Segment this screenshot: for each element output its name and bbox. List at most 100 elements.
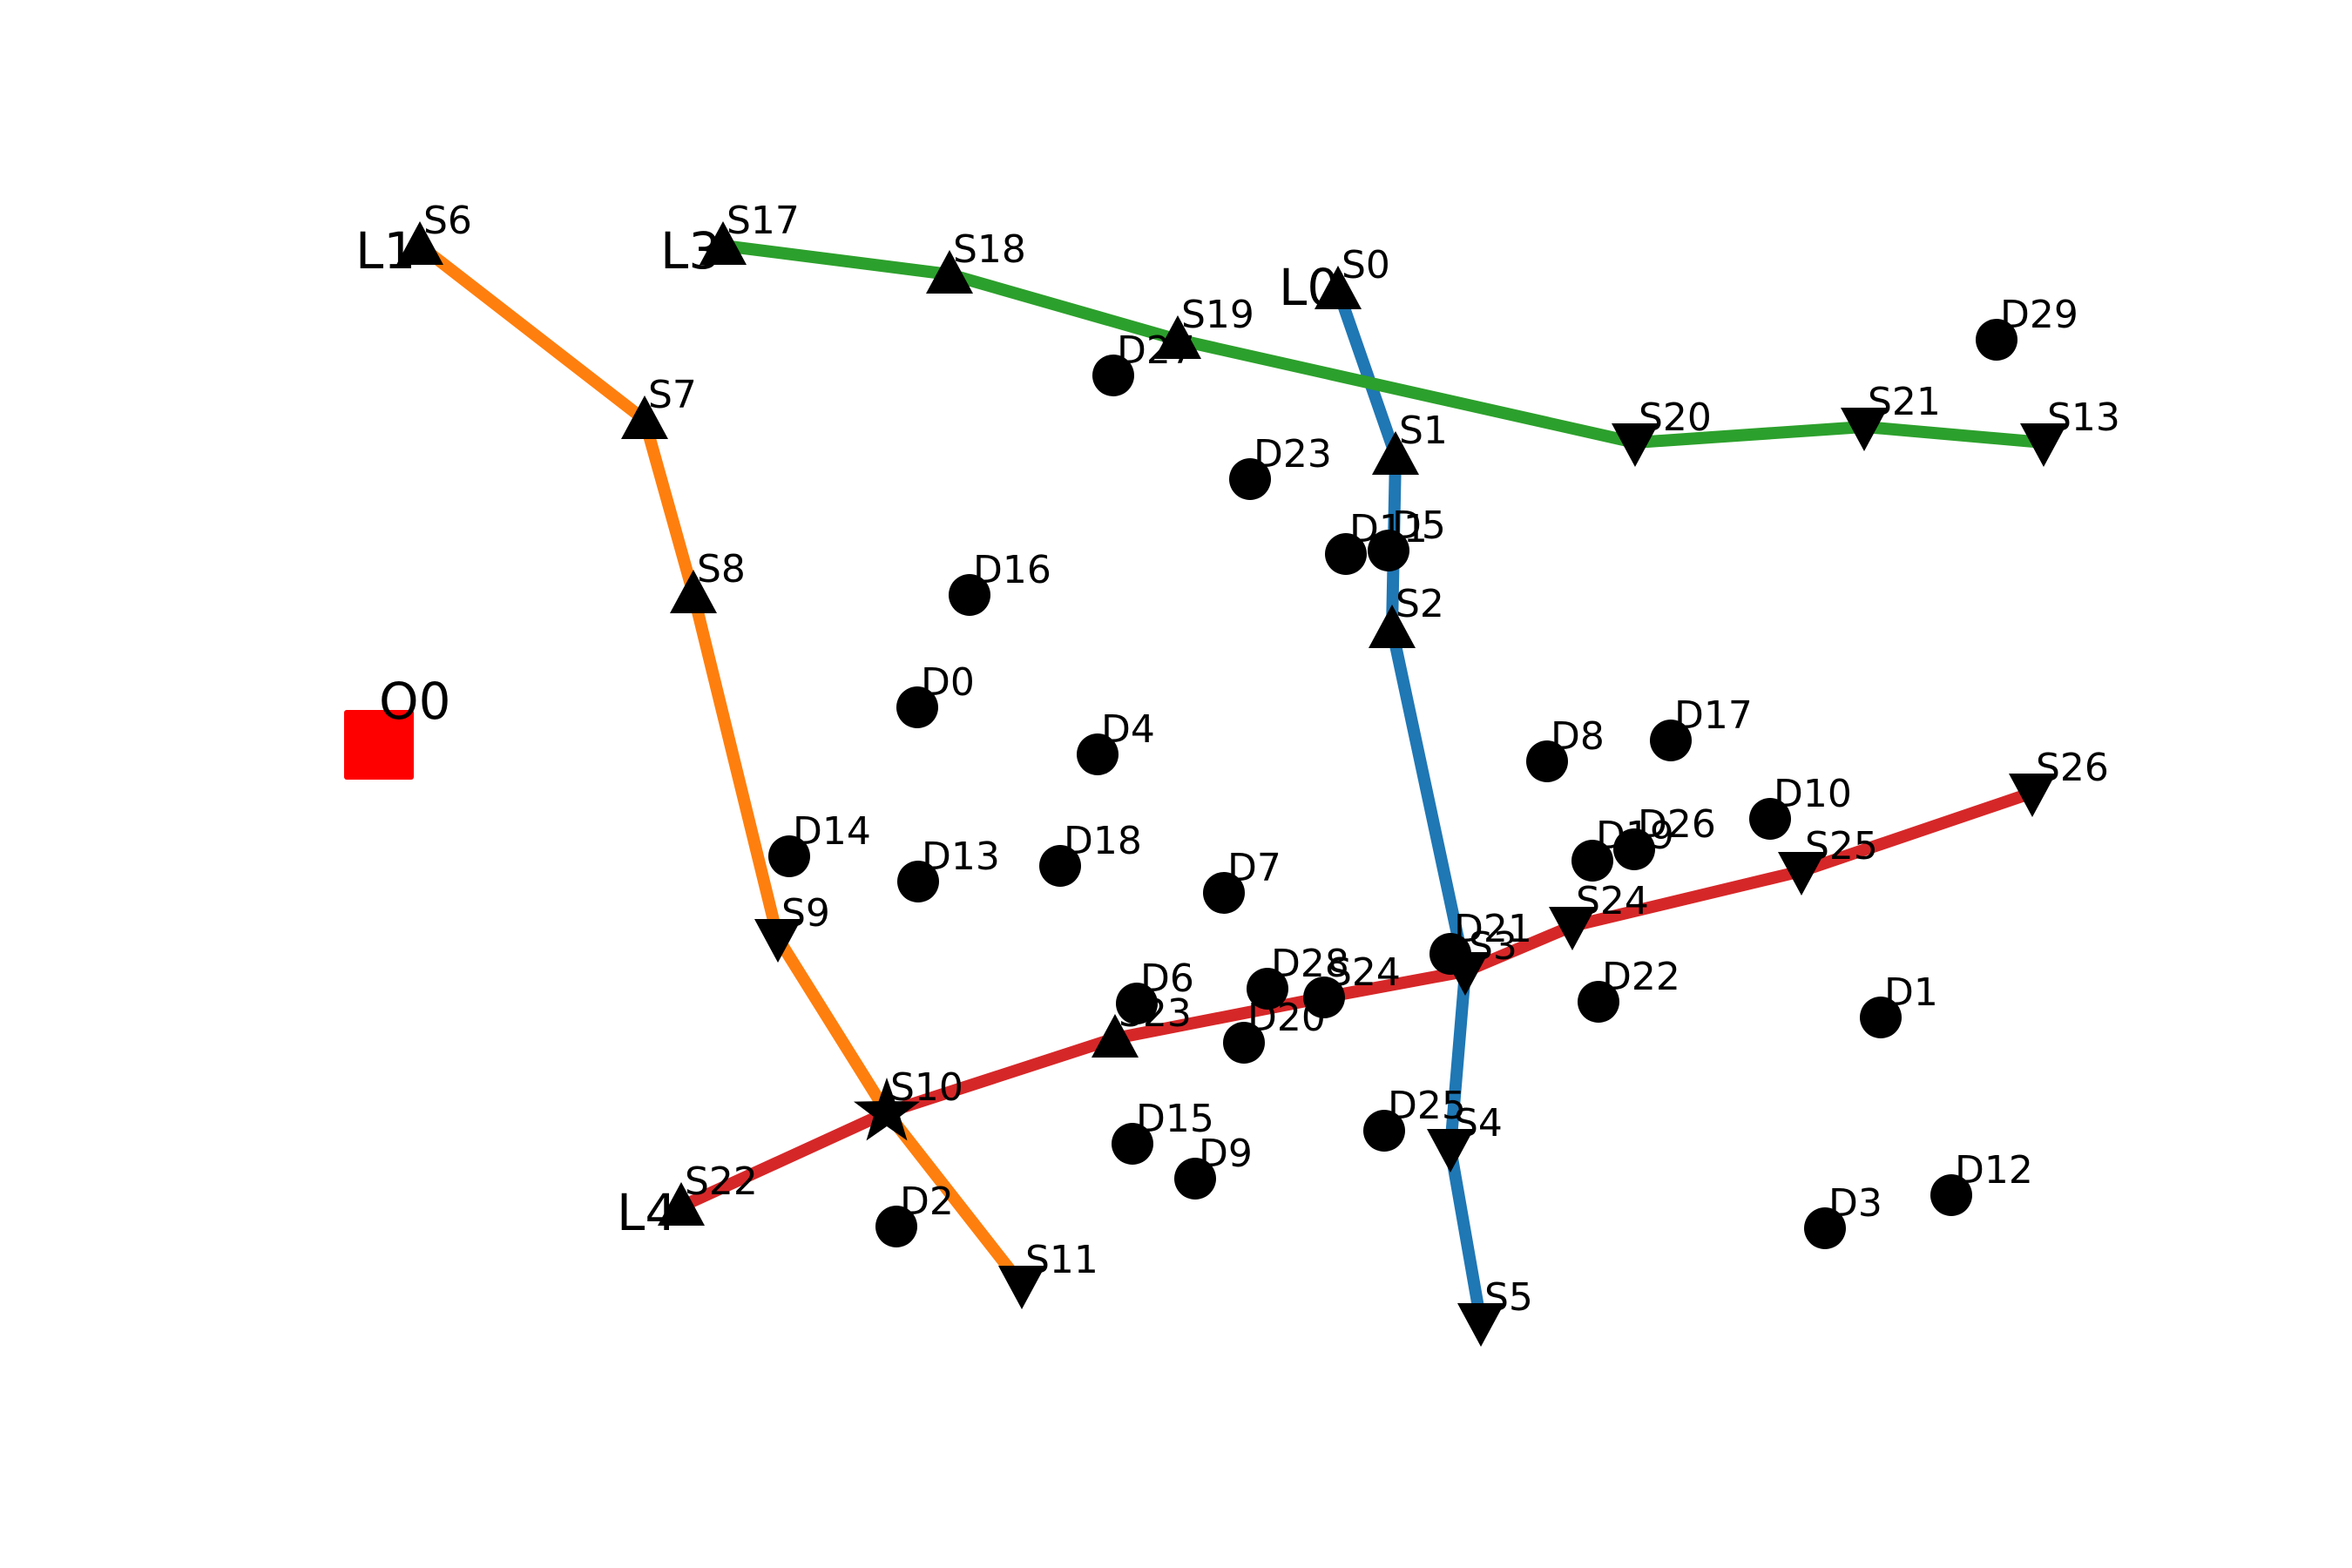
route-line-l4 <box>679 787 2035 1213</box>
demand-label-d3: D3 <box>1828 1181 1882 1226</box>
stop-marker-s25 <box>1778 852 1825 896</box>
demand-label-d5: D5 <box>1392 504 1446 548</box>
demand-label-d0: D0 <box>921 660 975 705</box>
stop-marker-s0 <box>1315 266 1362 309</box>
demand-point-d3 <box>1804 1207 1846 1249</box>
demand-label-d7: D7 <box>1227 846 1281 890</box>
stop-marker-s1 <box>1372 431 1419 475</box>
demand-label-d21: D21 <box>1454 907 1532 951</box>
stop-label-s11: S11 <box>1025 1238 1098 1282</box>
stop-marker-s26 <box>2009 774 2056 817</box>
stop-marker-s11 <box>998 1266 1045 1309</box>
stop-label-s24a: S24 <box>1328 950 1401 995</box>
stop-label-s23: S23 <box>1119 991 1192 1036</box>
stop-marker-s10 <box>854 1078 920 1141</box>
demand-label-d20: D20 <box>1247 996 1326 1040</box>
demand-label-d27: D27 <box>1117 328 1195 373</box>
depot-label: O0 <box>379 672 451 731</box>
demand-point-d2 <box>875 1206 917 1247</box>
stop-marker-s24 <box>1549 907 1596 950</box>
stop-label-s18: S18 <box>953 227 1026 272</box>
stop-label-s3: S3 <box>1469 924 1517 969</box>
stop-label-s10: S10 <box>890 1065 963 1110</box>
demand-label-d6: D6 <box>1140 956 1194 1001</box>
stop-marker-s22 <box>658 1182 705 1226</box>
stop-label-s0: S0 <box>1342 243 1390 287</box>
demand-point-d10 <box>1749 798 1791 840</box>
stop-marker-s8 <box>670 570 717 613</box>
depot-square-icon <box>344 710 414 780</box>
demand-label-d1: D1 <box>1884 970 1938 1015</box>
demand-label-d15: D15 <box>1136 1097 1214 1141</box>
line-label-l4: L4 <box>617 1183 677 1242</box>
line-label-l1: L1 <box>355 221 416 280</box>
route-lines <box>416 240 2044 1324</box>
stop-marker-s6 <box>396 221 443 265</box>
demand-label-d8: D8 <box>1551 714 1605 759</box>
stop-marker-s3 <box>1442 952 1489 996</box>
demand-label-d9: D9 <box>1199 1132 1253 1176</box>
demand-point-d7 <box>1203 872 1245 914</box>
demand-label-d25: D25 <box>1388 1084 1466 1128</box>
stop-marker-s21 <box>1841 408 1888 451</box>
stop-label-s7: S7 <box>648 373 697 417</box>
demand-label-d16: D16 <box>973 548 1051 592</box>
route-line-l3 <box>722 240 2044 449</box>
demand-point-d23 <box>1229 458 1271 500</box>
stop-marker-s13 <box>2020 423 2067 467</box>
demand-label-d18: D18 <box>1064 819 1142 863</box>
demand-point-d19 <box>1571 840 1613 882</box>
stops <box>396 221 2067 1347</box>
stop-label-s25: S25 <box>1805 824 1878 868</box>
demand-point-d14 <box>768 835 810 877</box>
demand-point-d5 <box>1368 530 1409 571</box>
stop-label-s4: S4 <box>1454 1101 1503 1146</box>
demand-label-d10: D10 <box>1774 772 1852 816</box>
demand-label-d23: D23 <box>1254 432 1332 476</box>
stop-marker-s19 <box>1154 315 1201 359</box>
stop-label-s24: S24 <box>1576 879 1649 923</box>
stop-label-s26: S26 <box>2036 746 2109 790</box>
stop-marker-s23 <box>1092 1014 1139 1058</box>
demand-label-d4: D4 <box>1101 707 1155 752</box>
stop-marker-s24a <box>1303 977 1345 1018</box>
stop-marker-s9 <box>754 919 801 963</box>
stop-label-s9: S9 <box>781 891 830 936</box>
stop-marker-s20 <box>1612 423 1659 467</box>
demand-point-d26 <box>1613 828 1655 870</box>
demand-point-d12 <box>1930 1174 1972 1216</box>
depot-group <box>344 710 414 780</box>
demand-point-d16 <box>949 574 990 616</box>
stop-label-s21: S21 <box>1868 380 1941 424</box>
demand-point-d22 <box>1578 981 1619 1023</box>
demand-label-d11: D11 <box>1349 507 1428 551</box>
demand-label-d13: D13 <box>922 835 1000 879</box>
demand-point-d20 <box>1223 1022 1265 1064</box>
demand-point-d11 <box>1325 533 1367 575</box>
demand-point-d13 <box>897 861 939 902</box>
demand-point-d15 <box>1112 1123 1153 1165</box>
demand-label-d26: D26 <box>1638 802 1716 847</box>
demand-point-d27 <box>1092 355 1134 396</box>
demand-point-d25 <box>1363 1110 1405 1152</box>
demand-label-d14: D14 <box>793 809 871 854</box>
demand-label-d28: D28 <box>1271 942 1349 986</box>
route-line-l0 <box>1332 287 1487 1324</box>
line-label-l0: L0 <box>1279 258 1339 317</box>
stop-marker-s4 <box>1427 1129 1474 1173</box>
demand-point-d17 <box>1650 720 1692 761</box>
demand-point-d9 <box>1174 1158 1216 1200</box>
route-line-l1 <box>416 240 1027 1289</box>
demand-point-d0 <box>896 686 938 728</box>
demand-points <box>768 319 2017 1249</box>
demand-point-d6 <box>1116 983 1158 1024</box>
stop-label-s19: S19 <box>1181 293 1254 337</box>
stop-marker-s18 <box>926 250 973 294</box>
stop-label-s1: S1 <box>1399 409 1448 453</box>
demand-point-d8 <box>1526 740 1568 782</box>
stop-label-s8: S8 <box>697 547 746 591</box>
stop-label-s22: S22 <box>685 1159 758 1204</box>
demand-label-d17: D17 <box>1674 693 1753 738</box>
